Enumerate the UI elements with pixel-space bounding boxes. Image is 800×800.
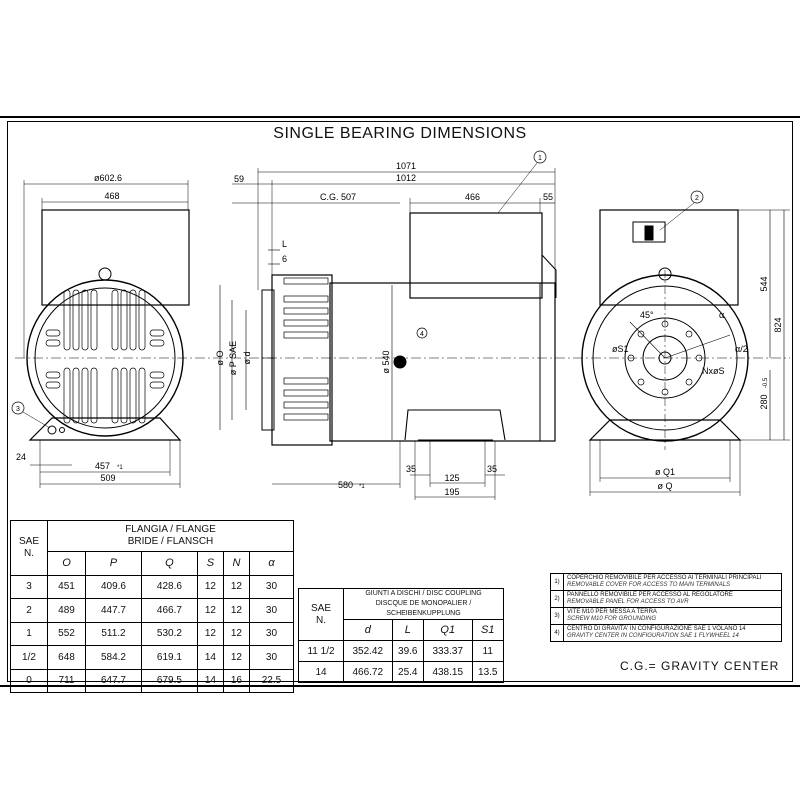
side-dim-L: L xyxy=(282,239,287,249)
rear-dim-45deg: 45° xyxy=(640,310,654,320)
flange-table: SAE N. FLANGIA / FLANGE BRIDE / FLANSCH … xyxy=(10,520,295,693)
side-dim-55: 55 xyxy=(543,192,553,202)
rear-dim-824: 824 xyxy=(773,317,783,332)
note-item: 4) CENTRO DI GRAVITA' IN CONFIGURAZIONE … xyxy=(551,625,781,641)
coupling-group-header: GIUNTI A DISCHI / DISC COUPLING DISCQUE … xyxy=(343,588,504,620)
side-dim-1012: 1012 xyxy=(396,173,416,183)
rear-dim-280-tol: -0.5 xyxy=(763,377,769,388)
side-dim-phiO: ø O xyxy=(215,351,225,366)
drawing-title: SINGLE BEARING DIMENSIONS xyxy=(273,125,527,142)
rear-dim-phiQ1: ø Q1 xyxy=(655,467,675,477)
side-dim-195: 195 xyxy=(444,487,459,497)
rear-dim-alpha: α xyxy=(719,310,724,320)
flange-group-header: FLANGIA / FLANGE BRIDE / FLANSCH xyxy=(47,520,294,552)
front-view xyxy=(11,180,190,488)
front-dim-509: 509 xyxy=(100,473,115,483)
front-dim-457: 457 xyxy=(95,461,110,471)
rear-view xyxy=(581,190,790,496)
side-dim-1071: 1071 xyxy=(396,161,416,171)
side-dim-466: 466 xyxy=(465,192,480,202)
note-item: 1) COPERCHIO REMOVIBILE PER ACCESSO AI T… xyxy=(551,574,781,591)
flange-sae-header: SAE N. xyxy=(10,520,48,576)
callout-3: 3 xyxy=(16,406,20,413)
flange-col-headers: O P Q S N α xyxy=(11,551,295,576)
rear-dim-phiQ: ø Q xyxy=(658,481,673,491)
front-dim-457-note: *1 xyxy=(117,465,123,471)
rear-dim-nxs: NxøS xyxy=(702,366,725,376)
side-dim-35a: 35 xyxy=(406,464,416,474)
front-dim-468: 468 xyxy=(104,191,119,201)
front-dim-602: ø602.6 xyxy=(94,173,122,183)
side-dim-phiP: ø P SAE xyxy=(228,341,238,375)
rear-dim-544: 544 xyxy=(759,276,769,291)
side-dim-phi540: ø 540 xyxy=(381,350,391,373)
front-dim-24: 24 xyxy=(16,452,26,462)
side-dim-6: 6 xyxy=(282,254,287,264)
cg-legend: C.G.= GRAVITY CENTER xyxy=(620,659,780,673)
side-dim-580-note: *1 xyxy=(359,484,365,490)
drawing-sheet xyxy=(0,116,800,687)
callout-4: 4 xyxy=(420,331,424,338)
side-dim-125: 125 xyxy=(444,473,459,483)
rear-dim-280: 280 xyxy=(759,394,769,409)
side-dim-cg507: C.G. 507 xyxy=(320,192,356,202)
side-dim-580: 580 xyxy=(338,480,353,490)
note-item: 2) PANNELLO REMOVIBILE PER ACCESSO AL RE… xyxy=(551,591,781,608)
side-view xyxy=(219,150,557,500)
side-dim-phid: ø d xyxy=(242,351,252,364)
side-dim-59: 59 xyxy=(234,174,244,184)
rear-dim-alpha2: α/2 xyxy=(735,344,748,354)
coupling-table: SAE N. GIUNTI A DISCHI / DISC COUPLING D… xyxy=(298,588,504,683)
callout-1: 1 xyxy=(538,155,542,162)
rear-dim-phiS1: øS1 xyxy=(612,344,629,354)
side-dim-35b: 35 xyxy=(487,464,497,474)
notes-box: 1) COPERCHIO REMOVIBILE PER ACCESSO AI T… xyxy=(550,573,782,642)
coupling-sae-header: SAE N. xyxy=(298,588,344,641)
coupling-col-headers: d L Q1 S1 xyxy=(299,619,504,641)
callout-2: 2 xyxy=(695,195,699,202)
